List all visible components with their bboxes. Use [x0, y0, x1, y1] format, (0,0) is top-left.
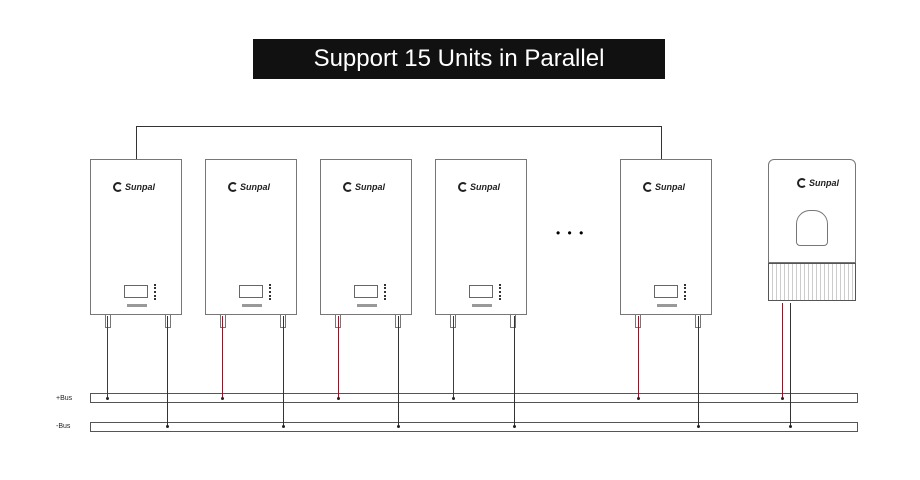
battery-unit: Sunpal	[90, 159, 182, 328]
brand-logo: Sunpal	[458, 182, 500, 192]
brand-name: Sunpal	[470, 182, 501, 192]
negative-cable	[790, 303, 791, 427]
inverter-display-panel	[796, 210, 828, 246]
positive-cable	[638, 316, 639, 398]
negative-cable	[167, 316, 168, 427]
negative-junction	[697, 425, 700, 428]
battery-display	[239, 285, 263, 298]
communication-link	[136, 126, 662, 159]
model-label	[657, 304, 677, 307]
negative-terminal	[510, 314, 516, 328]
brand-logo: Sunpal	[797, 178, 839, 188]
brand-name: Sunpal	[355, 182, 386, 192]
model-label	[127, 304, 147, 307]
positive-junction	[337, 397, 340, 400]
positive-terminal	[220, 314, 226, 328]
sunpal-logo-icon	[228, 182, 238, 192]
inverter-terminal-panel	[768, 263, 856, 301]
positive-cable	[107, 316, 108, 398]
battery-unit: Sunpal	[320, 159, 412, 328]
negative-junction	[789, 425, 792, 428]
negative-junction	[513, 425, 516, 428]
brand-logo: Sunpal	[643, 182, 685, 192]
positive-bus-bar	[90, 393, 858, 403]
model-label	[357, 304, 377, 307]
brand-name: Sunpal	[655, 182, 686, 192]
battery-display	[469, 285, 493, 298]
battery-unit: Sunpal	[205, 159, 297, 328]
status-leds	[499, 284, 506, 300]
sunpal-logo-icon	[458, 182, 468, 192]
negative-junction	[282, 425, 285, 428]
positive-cable	[782, 303, 783, 398]
negative-cable	[398, 316, 399, 427]
positive-cable	[222, 316, 223, 398]
negative-cable	[283, 316, 284, 427]
brand-name: Sunpal	[125, 182, 156, 192]
positive-junction	[106, 397, 109, 400]
battery-unit: Sunpal	[435, 159, 527, 328]
positive-cable	[453, 316, 454, 398]
positive-junction	[452, 397, 455, 400]
positive-junction	[637, 397, 640, 400]
sunpal-logo-icon	[643, 182, 653, 192]
sunpal-logo-icon	[113, 182, 123, 192]
status-leds	[154, 284, 161, 300]
brand-name: Sunpal	[240, 182, 271, 192]
status-leds	[269, 284, 276, 300]
model-label	[472, 304, 492, 307]
brand-logo: Sunpal	[113, 182, 155, 192]
model-label	[242, 304, 262, 307]
negative-cable	[698, 316, 699, 427]
negative-bus-label: -Bus	[56, 423, 71, 430]
positive-cable	[338, 316, 339, 398]
battery-display	[654, 285, 678, 298]
ellipsis: • • •	[556, 226, 586, 240]
brand-logo: Sunpal	[228, 182, 270, 192]
diagram-title: Support 15 Units in Parallel	[253, 39, 665, 79]
inverter: Sunpal	[768, 159, 856, 263]
negative-cable	[514, 316, 515, 427]
positive-junction	[221, 397, 224, 400]
battery-unit: Sunpal	[620, 159, 712, 328]
sunpal-logo-icon	[343, 182, 353, 192]
positive-junction	[781, 397, 784, 400]
negative-junction	[166, 425, 169, 428]
negative-terminal	[165, 314, 171, 328]
positive-terminal	[105, 314, 111, 328]
battery-display	[124, 285, 148, 298]
negative-junction	[397, 425, 400, 428]
status-leds	[684, 284, 691, 300]
negative-bus-bar	[90, 422, 858, 432]
status-leds	[384, 284, 391, 300]
positive-bus-label: +Bus	[56, 395, 73, 402]
battery-display	[354, 285, 378, 298]
brand-logo: Sunpal	[343, 182, 385, 192]
